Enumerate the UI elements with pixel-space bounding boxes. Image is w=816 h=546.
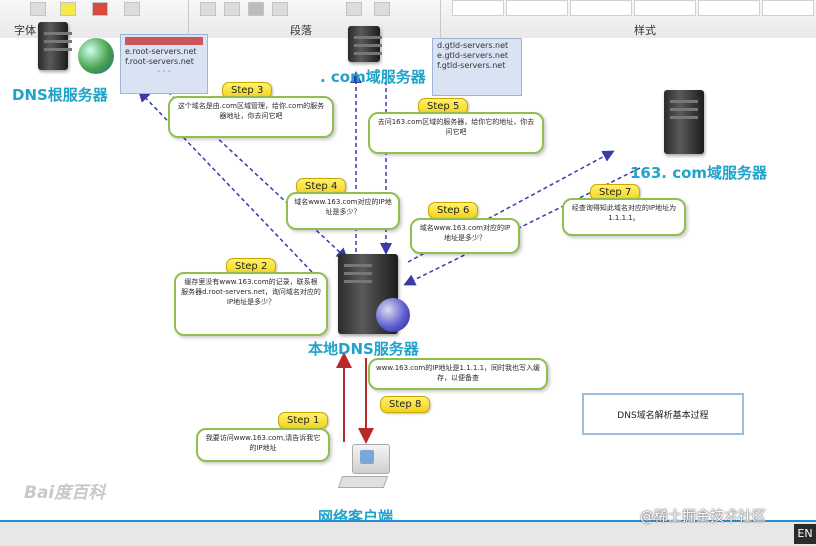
root-server-label: DNS根服务器: [12, 86, 108, 104]
input-language-indicator[interactable]: EN: [794, 524, 816, 544]
group-styles-label: 样式: [634, 24, 656, 37]
ribbon-toolbar: 字体 段落 样式: [0, 0, 816, 39]
baike-watermark: Bai度百科: [24, 483, 106, 503]
juejin-watermark: @稀土掘金技术社区: [640, 509, 766, 525]
com163-server-label: 163. com域服务器: [630, 164, 768, 182]
highlight-icon[interactable]: [60, 2, 76, 16]
char-shading-icon[interactable]: [124, 2, 140, 16]
local-dns-server-label: 本地DNS服务器: [308, 340, 419, 358]
root-server-entry: · · ·: [157, 67, 171, 76]
step-2-bubble: 缓存里没有www.163.com的记录，联系根服务器d.root-servers…: [174, 272, 328, 336]
com-server-entry: e.gtld-servers.net: [437, 51, 509, 60]
client-computer-icon: [337, 442, 398, 492]
com163-server-icon: [664, 90, 704, 154]
step-1-bubble: 我要访问www.163.com,请告诉我它的IP地址: [196, 428, 330, 462]
shading-icon[interactable]: [346, 2, 362, 16]
style-no-spacing[interactable]: [506, 0, 568, 16]
style-heading1[interactable]: [570, 0, 632, 16]
step-8-bubble: www.163.com的IP地址是1.1.1.1，同时我也写入缓存，以便备查: [368, 358, 548, 390]
style-normal[interactable]: [452, 0, 504, 16]
highlight-bar: [125, 37, 203, 45]
com-server-label: . com域服务器: [320, 68, 426, 86]
root-server-entry: e.root-servers.net: [125, 47, 197, 56]
root-server-icon: [38, 22, 72, 70]
step-5-bubble: 去问163.com区域的服务器，给你它的地址，你去问它吧: [368, 112, 544, 154]
step-3-bubble: 这个域名是由.com区域管理，给你.com的服务器地址，你去问它吧: [168, 96, 334, 138]
style-subtitle[interactable]: [762, 0, 814, 16]
align-left-icon[interactable]: [200, 2, 216, 16]
com-server-list: d.gtld-servers.net e.gtld-servers.net f.…: [432, 38, 522, 96]
step-4-bubble: 域名www.163.com对应的IP地址是多少？: [286, 192, 400, 230]
step-6-bubble: 域名www.163.com对应的IP地址是多少？: [410, 218, 520, 254]
ribbon-separator: [440, 0, 441, 38]
justify-icon[interactable]: [272, 2, 288, 16]
style-title[interactable]: [698, 0, 760, 16]
globe-icon: [376, 298, 410, 332]
align-center-icon[interactable]: [224, 2, 240, 16]
format-button[interactable]: [30, 2, 46, 16]
com-server-icon: [348, 26, 382, 62]
root-server-list: e.root-servers.net f.root-servers.net · …: [120, 34, 208, 94]
com-server-entry: d.gtld-servers.net: [437, 41, 509, 50]
globe-icon: [78, 38, 114, 74]
group-paragraph-label: 段落: [290, 24, 312, 37]
root-server-entry: f.root-servers.net: [125, 57, 194, 66]
step-8-badge: Step 8: [380, 396, 431, 413]
style-heading2[interactable]: [634, 0, 696, 16]
font-color-icon[interactable]: [92, 2, 108, 16]
step-7-bubble: 经查询得知此域名对应的IP地址为1.1.1.1。: [562, 198, 686, 236]
step-6-badge: Step 6: [428, 202, 479, 219]
keyboard-icon: [337, 476, 389, 488]
bottom-status-bar: [0, 520, 816, 546]
diagram-caption-box: DNS域名解析基本过程: [582, 393, 744, 435]
borders-icon[interactable]: [374, 2, 390, 16]
align-right-icon[interactable]: [248, 2, 264, 16]
com-server-entry: f.gtld-servers.net: [437, 61, 506, 70]
ribbon-separator: [188, 0, 189, 38]
group-font-label: 字体: [14, 24, 36, 37]
step-1-badge: Step 1: [278, 412, 329, 429]
screen-icon: [360, 450, 374, 464]
